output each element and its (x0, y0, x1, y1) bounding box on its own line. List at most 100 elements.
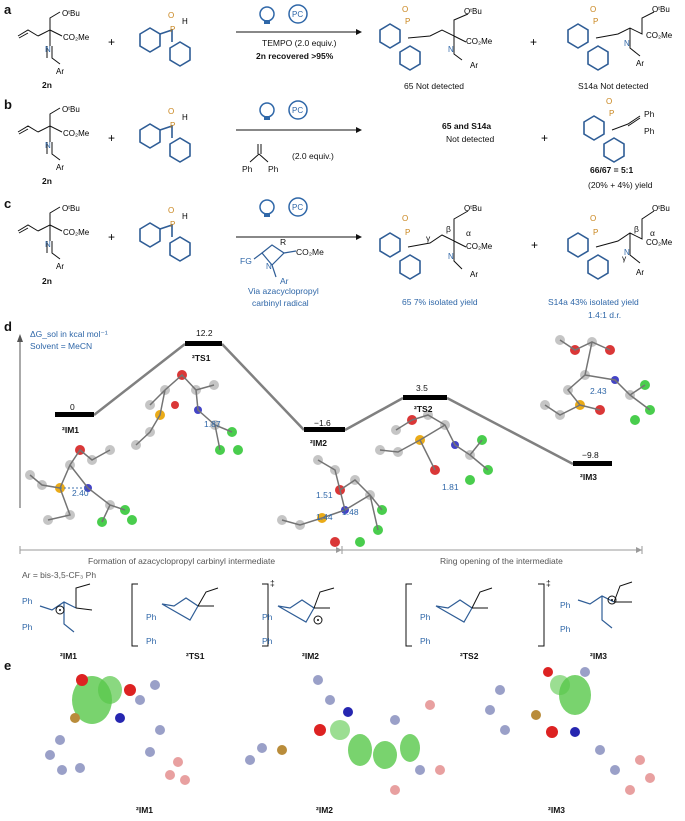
model-im3 (540, 335, 655, 425)
svg-text:Ar: Ar (56, 67, 64, 76)
structure-row (39, 581, 633, 647)
svg-text:PC: PC (292, 106, 303, 115)
svg-text:Ar: Ar (636, 59, 644, 68)
row-c-via1: Via azacyclopropyl (248, 286, 319, 296)
row-b-ratio: 66/67 = 5:1 (590, 165, 634, 175)
structure-ph-4: Ph (146, 636, 157, 646)
svg-text:P: P (609, 109, 614, 118)
svg-text:O: O (402, 214, 408, 223)
spin-im3 (485, 667, 655, 795)
state-im1: ²IM1 (62, 425, 79, 435)
svg-text:PC: PC (292, 203, 303, 212)
row-b-mid1: 65 and S14a (442, 121, 492, 131)
svg-text:N: N (448, 45, 454, 54)
state-ts2: ²TS2 (414, 404, 433, 414)
phase-2-label: Ring opening of the intermediate (440, 556, 563, 566)
svg-text:+: + (541, 131, 548, 145)
svg-text:O: O (168, 107, 174, 116)
spin-im1 (45, 674, 190, 785)
distance-5: 1.48 (342, 507, 359, 517)
row-b-ph1: Ph (242, 164, 253, 174)
svg-text:N: N (624, 39, 630, 48)
obu-a: OᵗBu (62, 9, 80, 18)
structure-label-ts2: ²TS2 (460, 651, 479, 661)
structure-ph-9: Ph (560, 600, 571, 610)
svg-text:OᵗBu: OᵗBu (62, 204, 80, 213)
panel-label-c: c (4, 196, 12, 211)
row-c-alpha2: α (650, 228, 655, 238)
svg-text:+: + (108, 131, 115, 145)
structure-ph-5: Ph (262, 612, 273, 622)
distance-4: 1.44 (316, 512, 333, 522)
spin-density (45, 667, 655, 795)
row-a-scheme: OᵗBu CO₂Me N Ar + O P H PC P O OᵗBu CO₂M… (17, 4, 673, 76)
svg-text:+: + (108, 35, 115, 49)
svg-text:H: H (182, 17, 188, 26)
pc-icon (288, 4, 308, 24)
distance-7: 2.43 (590, 386, 607, 396)
model-im1 (25, 445, 137, 527)
svg-text:CO₂Me: CO₂Me (63, 33, 90, 42)
svg-text:Ar: Ar (470, 270, 478, 279)
row-c-prod1: 65 7% isolated yield (402, 297, 478, 307)
svg-text:O: O (590, 5, 596, 14)
distance-1: 2.40 (72, 488, 89, 498)
svg-text:PC: PC (292, 10, 303, 19)
model-ts2 (375, 410, 493, 485)
value-ts2: 3.5 (416, 383, 428, 393)
distance-3: 1.51 (316, 490, 333, 500)
row-c-scheme: OᵗBu CO₂Me N Ar + O P H PC N P O OᵗBu CO… (17, 197, 673, 280)
energy-connectors (93, 343, 574, 466)
row-c-beta1: β (446, 224, 451, 234)
svg-text:OᵗBu: OᵗBu (464, 7, 482, 16)
svg-text:OᵗBu: OᵗBu (652, 204, 670, 213)
svg-text:O: O (168, 206, 174, 215)
svg-text:Ar: Ar (56, 262, 64, 271)
row-c-prod2: S14a 43% isolated yield (548, 297, 639, 307)
model-im2 (277, 455, 387, 547)
phase-1-label: Formation of azacyclopropyl carbinyl int… (88, 556, 276, 566)
svg-text:CO₂Me: CO₂Me (646, 31, 673, 40)
row-a-cond2: 2n recovered >95% (256, 51, 334, 61)
structure-dagger-1: ‡ (270, 578, 275, 588)
structure-ph-10: Ph (560, 624, 571, 634)
energy-profile (17, 334, 655, 554)
level-ts1 (185, 341, 222, 346)
reagent-label-b: 2n (42, 176, 52, 186)
panel-label-a: a (4, 2, 12, 17)
svg-text:P: P (405, 17, 410, 26)
svg-text:P: P (170, 121, 175, 130)
distance-2: 1.87 (204, 419, 221, 429)
svg-text:CO₂Me: CO₂Me (63, 228, 90, 237)
svg-text:N: N (624, 248, 630, 257)
svg-text:+: + (108, 230, 115, 244)
row-c-ar: Ar (280, 276, 289, 286)
row-c-gamma2: γ (622, 253, 627, 263)
svg-text:Ar: Ar (56, 163, 64, 172)
state-ts1: ²TS1 (192, 353, 211, 363)
structure-label-ts1: ²TS1 (186, 651, 205, 661)
svg-text:CO₂Me: CO₂Me (63, 129, 90, 138)
row-a-prod1: 65 Not detected (404, 81, 465, 91)
product-65-a (379, 23, 421, 71)
svg-text:CO₂Me: CO₂Me (646, 238, 673, 247)
row-b-ph3: Ph (644, 109, 655, 119)
svg-text:P: P (405, 228, 410, 237)
svg-text:+: + (530, 35, 537, 49)
row-a-prod2: S14a Not detected (578, 81, 649, 91)
ar-definition: Ar = bis-3,5-CF₃ Ph (22, 570, 97, 580)
structure-label-im3: ²IM3 (590, 651, 607, 661)
svg-text:O: O (590, 214, 596, 223)
svg-text:H: H (182, 113, 188, 122)
product-s14a-a (567, 23, 609, 71)
svg-text:OᵗBu: OᵗBu (464, 204, 482, 213)
svg-text:N: N (45, 240, 51, 249)
row-c-dr: 1.4:1 d.r. (588, 310, 622, 320)
svg-text:N: N (266, 262, 272, 271)
row-b-yield: (20% + 4%) yield (588, 180, 653, 190)
svg-text:N: N (448, 252, 454, 261)
level-im2 (304, 427, 345, 432)
structure-ph-1: Ph (22, 596, 33, 606)
structure-ph-6: Ph (262, 636, 273, 646)
svg-text:P: P (170, 220, 175, 229)
